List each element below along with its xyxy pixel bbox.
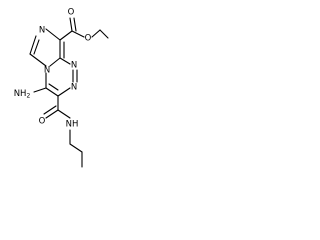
ester-carbonyl-oxygen-label: O <box>68 8 75 18</box>
bond-imidazole-n-to-ch-double <box>33 39 40 55</box>
amide-oxygen-label: O <box>39 117 46 127</box>
amine-subscript: 2 <box>26 92 30 99</box>
ester-ether-oxygen-label: O <box>85 34 92 44</box>
bond-amide-c-to-nh <box>57 109 71 119</box>
molecule-structure: O O N N N N NH2 O NH <box>14 8 109 168</box>
bond-amide-c-to-o <box>45 109 59 119</box>
imidazole-nitrogen-label: N <box>39 26 45 36</box>
bond-c3-to-n2 <box>57 87 71 97</box>
bonds <box>29 17 109 168</box>
amine-nh-text: NH <box>14 89 27 99</box>
bond-c8a-to-nbridge <box>49 57 61 67</box>
bond-c4-to-c3 <box>45 87 59 97</box>
bond-ether-o-to-ch2 <box>91 29 101 38</box>
bond-imidazole-n-to-c8 <box>45 28 61 41</box>
bridgehead-nitrogen-label: N <box>44 66 50 76</box>
amide-nh-label: NH <box>66 120 79 130</box>
bond-ester-c-to-ether-o <box>71 30 85 38</box>
bond-imidazole-ch-to-nbridge <box>29 53 47 67</box>
bond-c4-to-c3-double <box>48 83 59 91</box>
bond-n1-to-c8a <box>59 57 71 65</box>
bond-ester-c-to-carbonyl-o-double <box>73 17 77 32</box>
amine-label: NH2 <box>14 89 31 100</box>
bond-imidazole-n-to-ch <box>29 35 37 55</box>
atom-labels: O O N N N N NH2 O NH <box>14 8 92 130</box>
bond-c8-to-ester-c <box>59 30 73 41</box>
bond-ester-c-to-carbonyl-o <box>69 17 73 32</box>
molecule-structure-canvas: O O N N N N NH2 O NH <box>0 0 111 178</box>
triazine-nitrogen-1-label: N <box>71 61 77 71</box>
triazine-nitrogen-2-label: N <box>71 83 77 93</box>
bond-c4-to-amine <box>33 87 47 93</box>
bond-propyl-1-to-2 <box>69 143 83 153</box>
bond-amide-c-to-o-double <box>43 105 57 115</box>
bond-ch2-to-ch3 <box>99 29 109 39</box>
